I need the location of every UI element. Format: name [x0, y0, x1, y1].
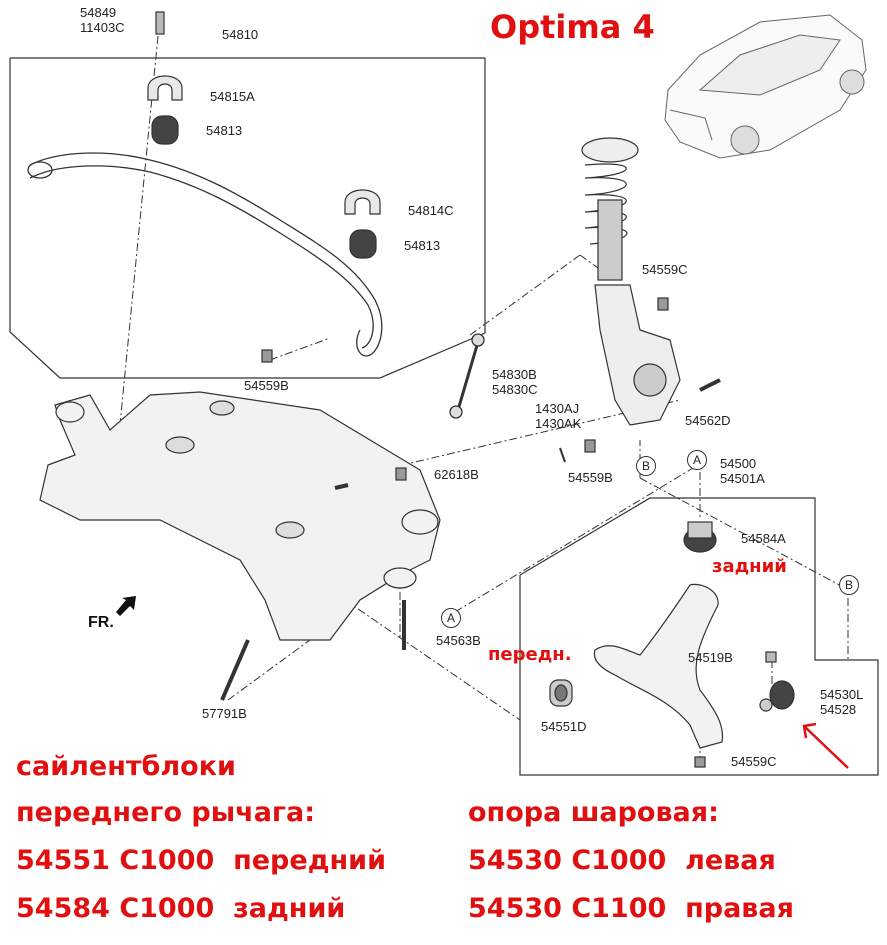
callout-sub-bolt: 54563B	[436, 633, 481, 648]
callout-top-bolt-2: 11403C	[80, 20, 125, 35]
bush-54813-lower	[349, 229, 377, 259]
callout-front-bolt: 57791B	[202, 706, 247, 721]
callout-link-1: 54830B	[492, 367, 537, 382]
callout-bush-1: 54813	[206, 123, 243, 138]
lower-arm-group-frame	[519, 497, 879, 776]
note-left-line-3: 54551 C1000 передний	[16, 845, 386, 876]
callout-rear-bush: 54584A	[741, 531, 786, 546]
bracket-54814c	[344, 189, 381, 215]
fr-arrow-icon	[116, 596, 136, 616]
subframe	[39, 391, 441, 701]
callout-link-2: 54830C	[492, 382, 538, 397]
callout-knuckle-nut: 54559B	[568, 470, 613, 485]
callout-ball-joint-2: 54528	[820, 702, 857, 717]
stabilizer-bar	[27, 152, 383, 357]
note-left-line-1: сайлентблоки	[16, 751, 236, 782]
annotation-front: передн.	[488, 644, 572, 665]
ref-marker-b-upper: B	[636, 456, 656, 476]
callout-knuckle-bolt: 54562D	[685, 413, 731, 428]
ref-marker-a-lower: A	[441, 608, 461, 628]
callout-arm-2: 54501A	[720, 471, 765, 486]
nut-54559b	[261, 349, 273, 363]
car-thumbnail	[664, 14, 867, 159]
ref-marker-a-upper: A	[687, 450, 707, 470]
note-right-line-2: 54530 C1000 левая	[468, 845, 776, 876]
ball-joint-pointer-arrow	[802, 722, 849, 769]
callout-nut-left: 54559B	[244, 378, 289, 393]
callout-ball-bolt: 54519B	[688, 650, 733, 665]
callout-arm-1: 54500	[720, 456, 757, 471]
callout-arm-nut: 54559C	[731, 754, 777, 769]
lower-control-arm	[549, 521, 795, 768]
stabilizer-link	[449, 333, 485, 419]
callout-pin-1: 1430AJ	[535, 401, 580, 416]
ref-marker-b-lower: B	[839, 575, 859, 595]
callout-top-bolt-1: 54849	[80, 5, 117, 20]
diagram-title: Optima 4	[490, 8, 655, 46]
stabilizer-group-frame	[9, 57, 486, 379]
strut-assembly	[559, 137, 721, 463]
front-direction-label: FR.	[88, 614, 114, 631]
note-right-line-1: опора шаровая:	[468, 797, 719, 828]
bracket-54815a	[147, 75, 183, 101]
note-right-line-3: 54530 C1100 правая	[468, 893, 794, 924]
bush-54813-top	[151, 115, 179, 145]
callout-bracket-a: 54815A	[210, 89, 255, 104]
callout-ball-joint-1: 54530L	[820, 687, 864, 702]
callout-front-bush: 54551D	[541, 719, 587, 734]
callout-stab-bar: 54810	[222, 27, 259, 42]
top-bolt	[155, 11, 165, 35]
annotation-rear: задний	[712, 556, 787, 577]
callout-strut-nut: 54559C	[642, 262, 688, 277]
callout-bracket-c: 54814C	[408, 203, 454, 218]
note-left-line-2: переднего рычага:	[16, 797, 316, 828]
note-left-line-4: 54584 C1000 задний	[16, 893, 346, 924]
callout-pin-2: 1430AK	[535, 416, 582, 431]
callout-sub-nut: 62618B	[434, 467, 479, 482]
callout-bush-2: 54813	[404, 238, 441, 253]
